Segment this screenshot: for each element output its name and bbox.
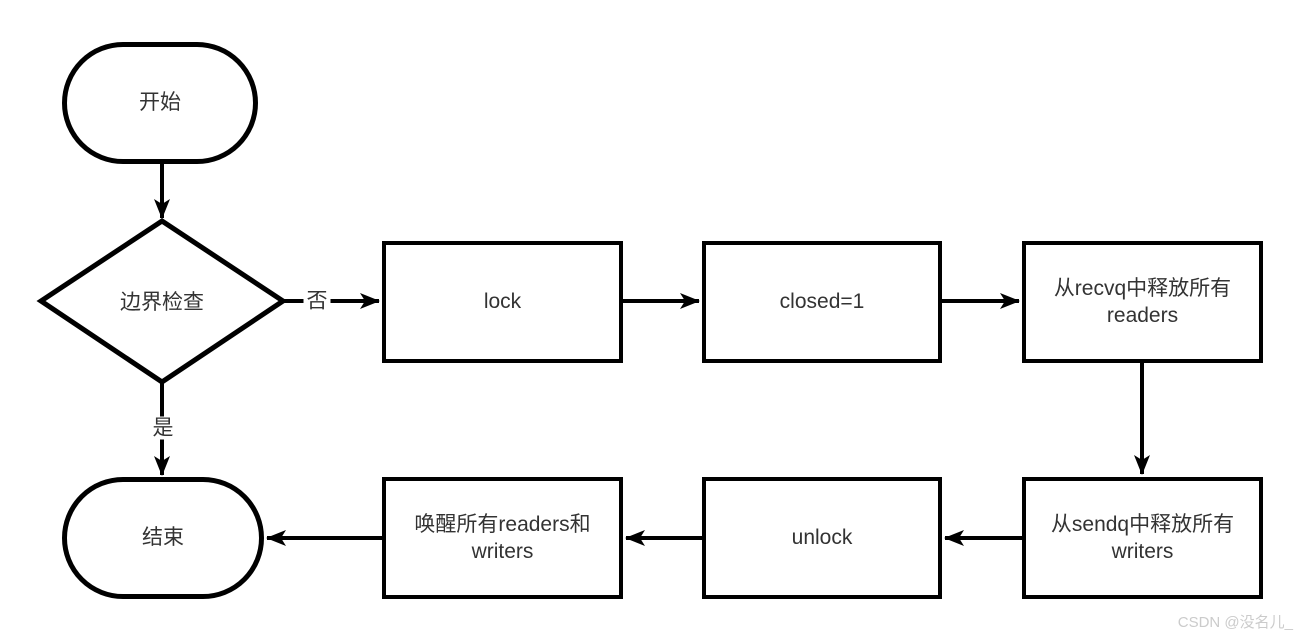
- node-unlock: unlock: [702, 477, 942, 599]
- node-release-writers: 从sendq中释放所有writers: [1022, 477, 1263, 599]
- node-closed: closed=1: [702, 241, 942, 363]
- node-start-label: 开始: [139, 91, 181, 115]
- node-wake-all-label: 唤醒所有readers和writers: [414, 512, 591, 563]
- node-start: 开始: [62, 42, 258, 164]
- edge-label-no: 否: [303, 289, 331, 313]
- node-end-label: 结束: [142, 526, 184, 550]
- decision-diamond-shape: [36, 218, 288, 386]
- node-boundary-check: 边界检查: [82, 281, 242, 321]
- node-release-readers: 从recvq中释放所有readers: [1022, 241, 1263, 363]
- node-release-readers-label: 从recvq中释放所有readers: [1053, 276, 1232, 327]
- node-wake-all: 唤醒所有readers和writers: [382, 477, 623, 599]
- node-release-writers-label: 从sendq中释放所有writers: [1050, 512, 1235, 563]
- node-lock: lock: [382, 241, 623, 363]
- csdn-watermark: CSDN @没名儿_: [1177, 614, 1293, 631]
- node-boundary-check-label: 边界检查: [120, 291, 204, 314]
- node-end: 结束: [62, 477, 264, 599]
- edge-label-yes: 是: [149, 416, 177, 440]
- node-unlock-label: unlock: [791, 526, 853, 550]
- node-closed-label: closed=1: [779, 290, 865, 314]
- node-lock-label: lock: [483, 290, 522, 314]
